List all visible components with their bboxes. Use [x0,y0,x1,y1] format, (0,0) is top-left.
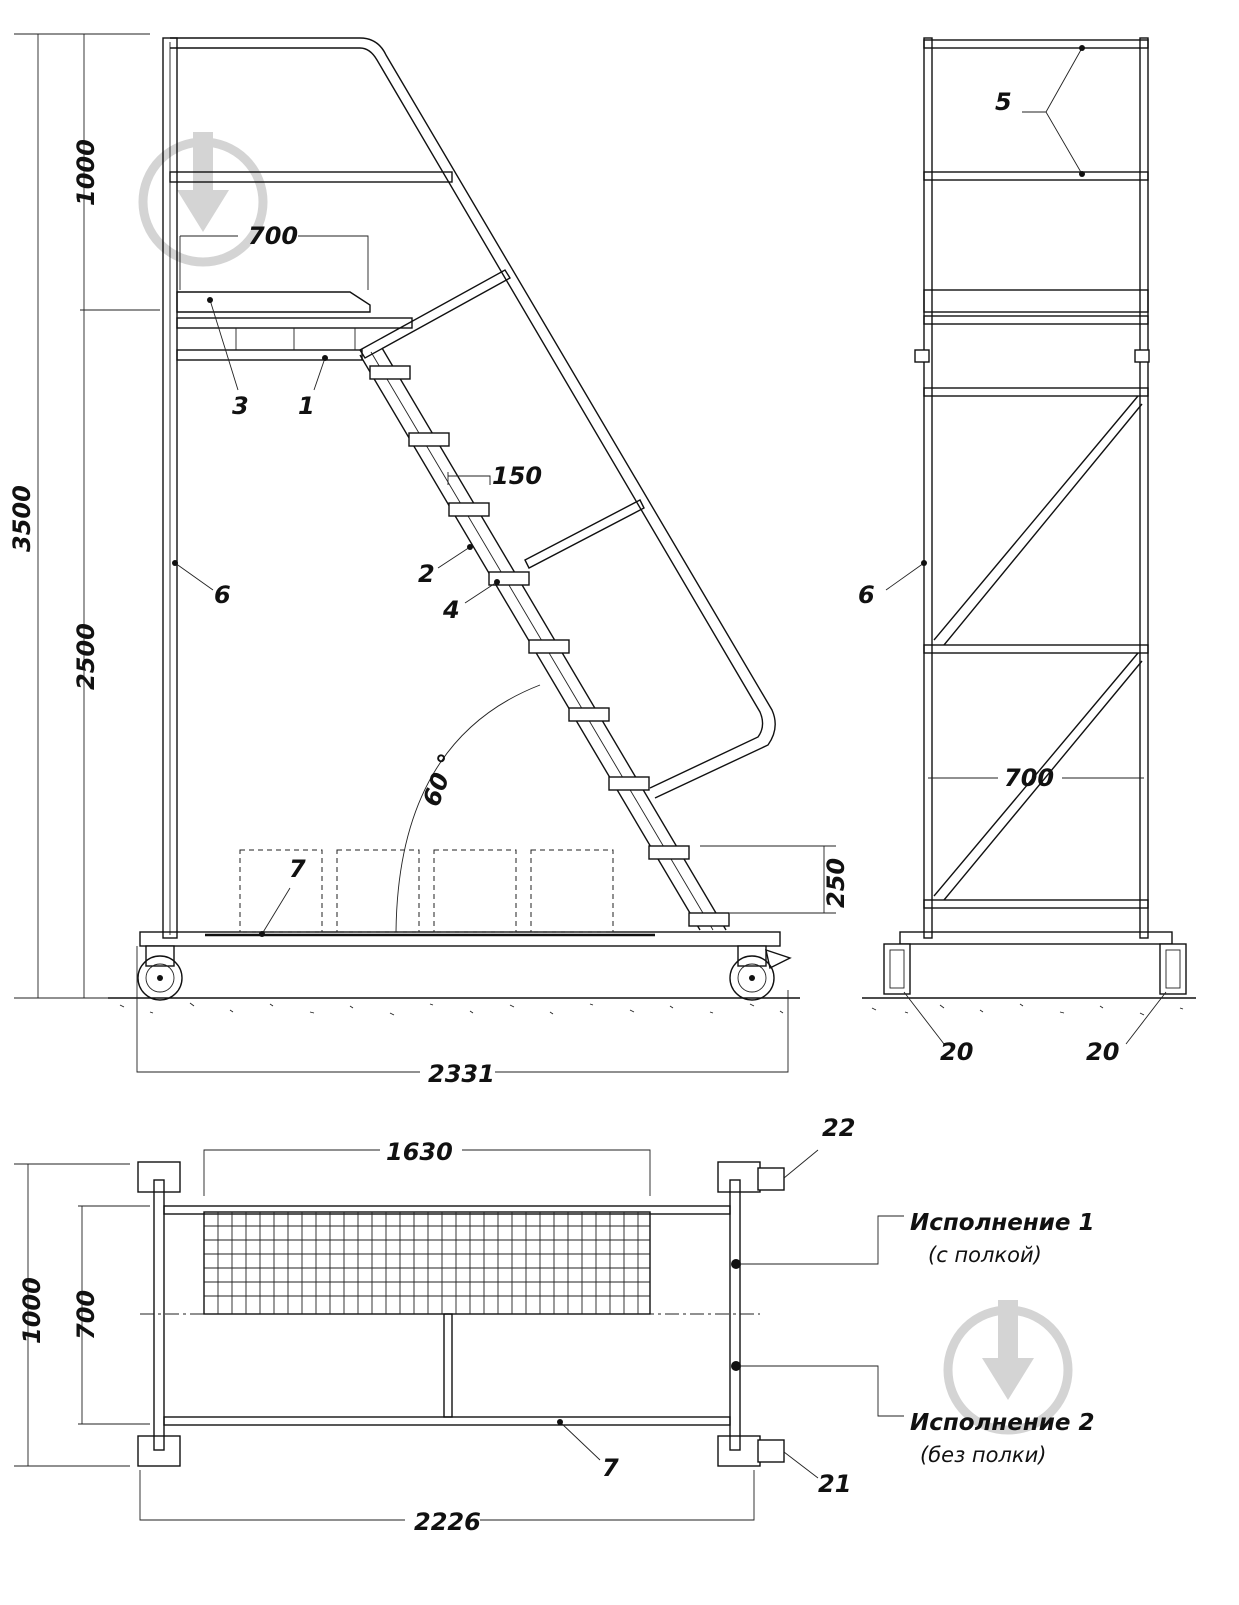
dim-plan-width-inner: 700 [72,1290,100,1340]
callout-2: 2 [418,560,435,588]
mesh-shelf [203,1211,651,1315]
callout-20-right: 20 [1086,1038,1119,1066]
callout-3: 3 [232,392,249,420]
dim-rail-height: 1000 [72,139,100,206]
dim-step-depth: 150 [492,462,542,490]
dim-plan-width-outer: 1000 [18,1277,46,1344]
side-view: 3500 1000 2500 700 150 60 ° 250 2331 3 1… [8,33,850,1088]
side-wheel-left [137,945,183,1001]
callout-1: 1 [298,392,315,420]
callout-6-front: 6 [858,581,875,609]
dim-total-height: 3500 [8,485,36,552]
callout-5: 5 [995,88,1012,116]
dim-front-width: 700 [1004,764,1054,792]
callout-7-plan: 7 [602,1454,619,1482]
dim-platform-depth: 700 [248,222,298,250]
variant-1-note: (с полкой) [928,1243,1042,1267]
callout-21: 21 [818,1470,851,1498]
variant-1-title: Исполнение 1 [910,1210,1095,1236]
stair-steps [369,365,730,927]
variant-2-note: (без полки) [920,1443,1046,1467]
dim-grid-length: 1630 [386,1138,453,1166]
callout-22: 22 [822,1114,855,1142]
callout-6-side: 6 [214,581,231,609]
dim-plan-length: 2226 [414,1508,481,1536]
plan-view: 1000 700 1630 2226 22 21 7 Исполнение 1 … [14,1114,1095,1536]
callout-20-left: 20 [940,1038,973,1066]
variant-2-title: Исполнение 2 [910,1410,1095,1436]
callout-7-side: 7 [289,855,306,883]
watermark-logo-icon [943,1300,1073,1435]
dim-platform-height: 2500 [72,623,100,690]
side-wheel-right [729,945,792,1001]
dim-step-rise: 250 [822,858,850,908]
dim-base-length: 2331 [428,1060,495,1088]
callout-4: 4 [442,596,460,624]
front-view: 5 6 700 20 20 [858,37,1196,1066]
watermark-logo-icon [138,132,268,267]
dim-angle: 60 ° [417,750,462,810]
